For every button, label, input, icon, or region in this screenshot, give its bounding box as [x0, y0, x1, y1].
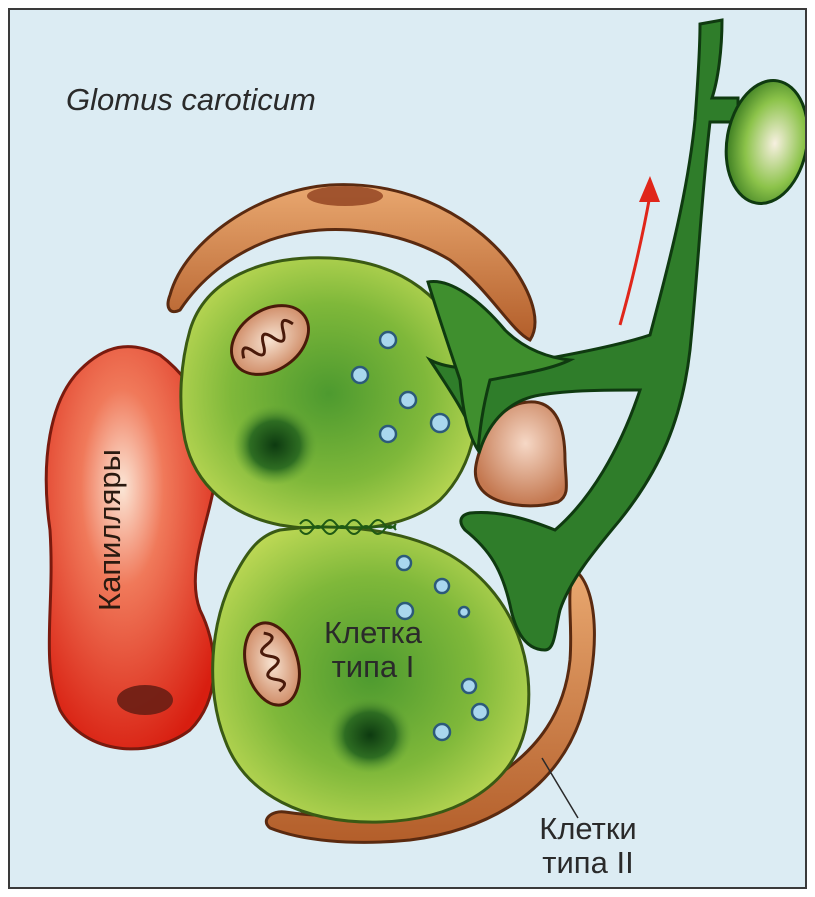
type-1-cell-lower-nucleus: [328, 697, 412, 773]
type-2-cell-top-nucleus: [307, 186, 383, 206]
capillaries-label: Капилляры: [92, 449, 128, 611]
type-2-cells-label: Клетки типа II: [518, 812, 658, 880]
type-1-cell-upper-nucleus: [233, 405, 317, 485]
type-1-cell-label-line2: типа I: [298, 650, 448, 684]
type-1-cell-label-line1: Клетка: [298, 616, 448, 650]
signal-arrow: [620, 176, 660, 325]
type-2-cells-label-line2: типа II: [518, 846, 658, 880]
type-2-cells-label-line1: Клетки: [518, 812, 658, 846]
carotid-body-diagram: Glomus caroticum Клетка типа I Клетки ти…: [8, 8, 807, 889]
diagram-svg: [10, 10, 805, 887]
type-1-cell-label: Клетка типа I: [298, 616, 448, 684]
diagram-title: Glomus caroticum: [66, 82, 316, 118]
type-2-leader-line: [542, 758, 578, 818]
capillary-nucleus: [117, 685, 173, 715]
nerve-terminal: [717, 74, 805, 210]
